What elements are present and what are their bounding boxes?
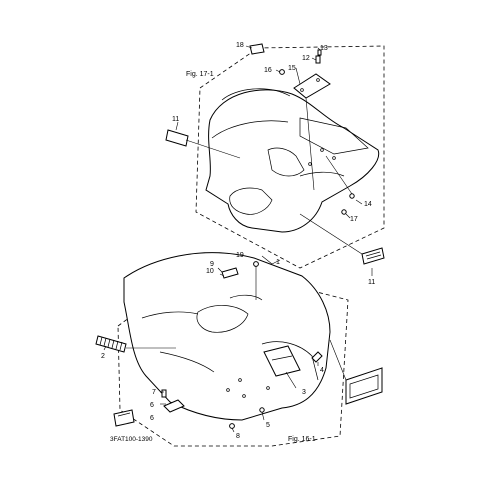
callout-14: 14	[364, 201, 372, 208]
callout-16: 16	[264, 67, 272, 74]
clip-12	[315, 55, 321, 64]
callout-6a: 6	[150, 402, 154, 409]
callout-3: 3	[302, 389, 306, 396]
callout-17: 17	[350, 216, 358, 223]
nut-8	[229, 423, 235, 429]
callout-1: 1	[276, 259, 280, 266]
emblem-plate	[345, 367, 383, 405]
callout-15: 15	[288, 65, 296, 72]
callout-9: 9	[210, 261, 214, 268]
grommet-16	[279, 69, 285, 75]
decal-panel	[263, 345, 301, 377]
clip-7	[161, 389, 167, 398]
grommet-19	[253, 261, 259, 267]
callout-12: 12	[302, 55, 310, 62]
drawing-code: 3FAT100-1390	[110, 436, 153, 443]
bracket-plate	[293, 73, 331, 99]
figure-ref-lower: Fig. 16-1	[288, 436, 316, 443]
callout-7: 7	[152, 389, 156, 396]
clip-13	[317, 49, 322, 56]
reflector-plate-left	[165, 129, 189, 147]
tag-18	[249, 43, 265, 55]
plate-6	[163, 399, 185, 413]
rear-fender	[205, 88, 380, 233]
front-fender	[123, 252, 331, 421]
clip-4	[311, 351, 323, 363]
callout-19: 19	[236, 252, 244, 259]
callout-18: 18	[236, 42, 244, 49]
nut-5	[259, 407, 265, 413]
reflector-decal-right	[361, 247, 385, 265]
stripe-decal	[95, 335, 127, 353]
callout-13: 13	[320, 45, 328, 52]
callout-5: 5	[266, 422, 270, 429]
callout-11b: 11	[368, 279, 375, 286]
callout-6b: 6	[150, 415, 154, 422]
nut-14	[349, 193, 355, 199]
nut-17	[341, 209, 347, 215]
callout-10: 10	[206, 268, 214, 275]
callout-4: 4	[320, 367, 324, 374]
figure-ref-upper: Fig. 17-1	[186, 71, 214, 78]
fwd-sticker	[113, 409, 135, 427]
callout-2: 2	[101, 353, 105, 360]
callout-8: 8	[236, 433, 240, 440]
callout-11a: 11	[172, 116, 179, 123]
